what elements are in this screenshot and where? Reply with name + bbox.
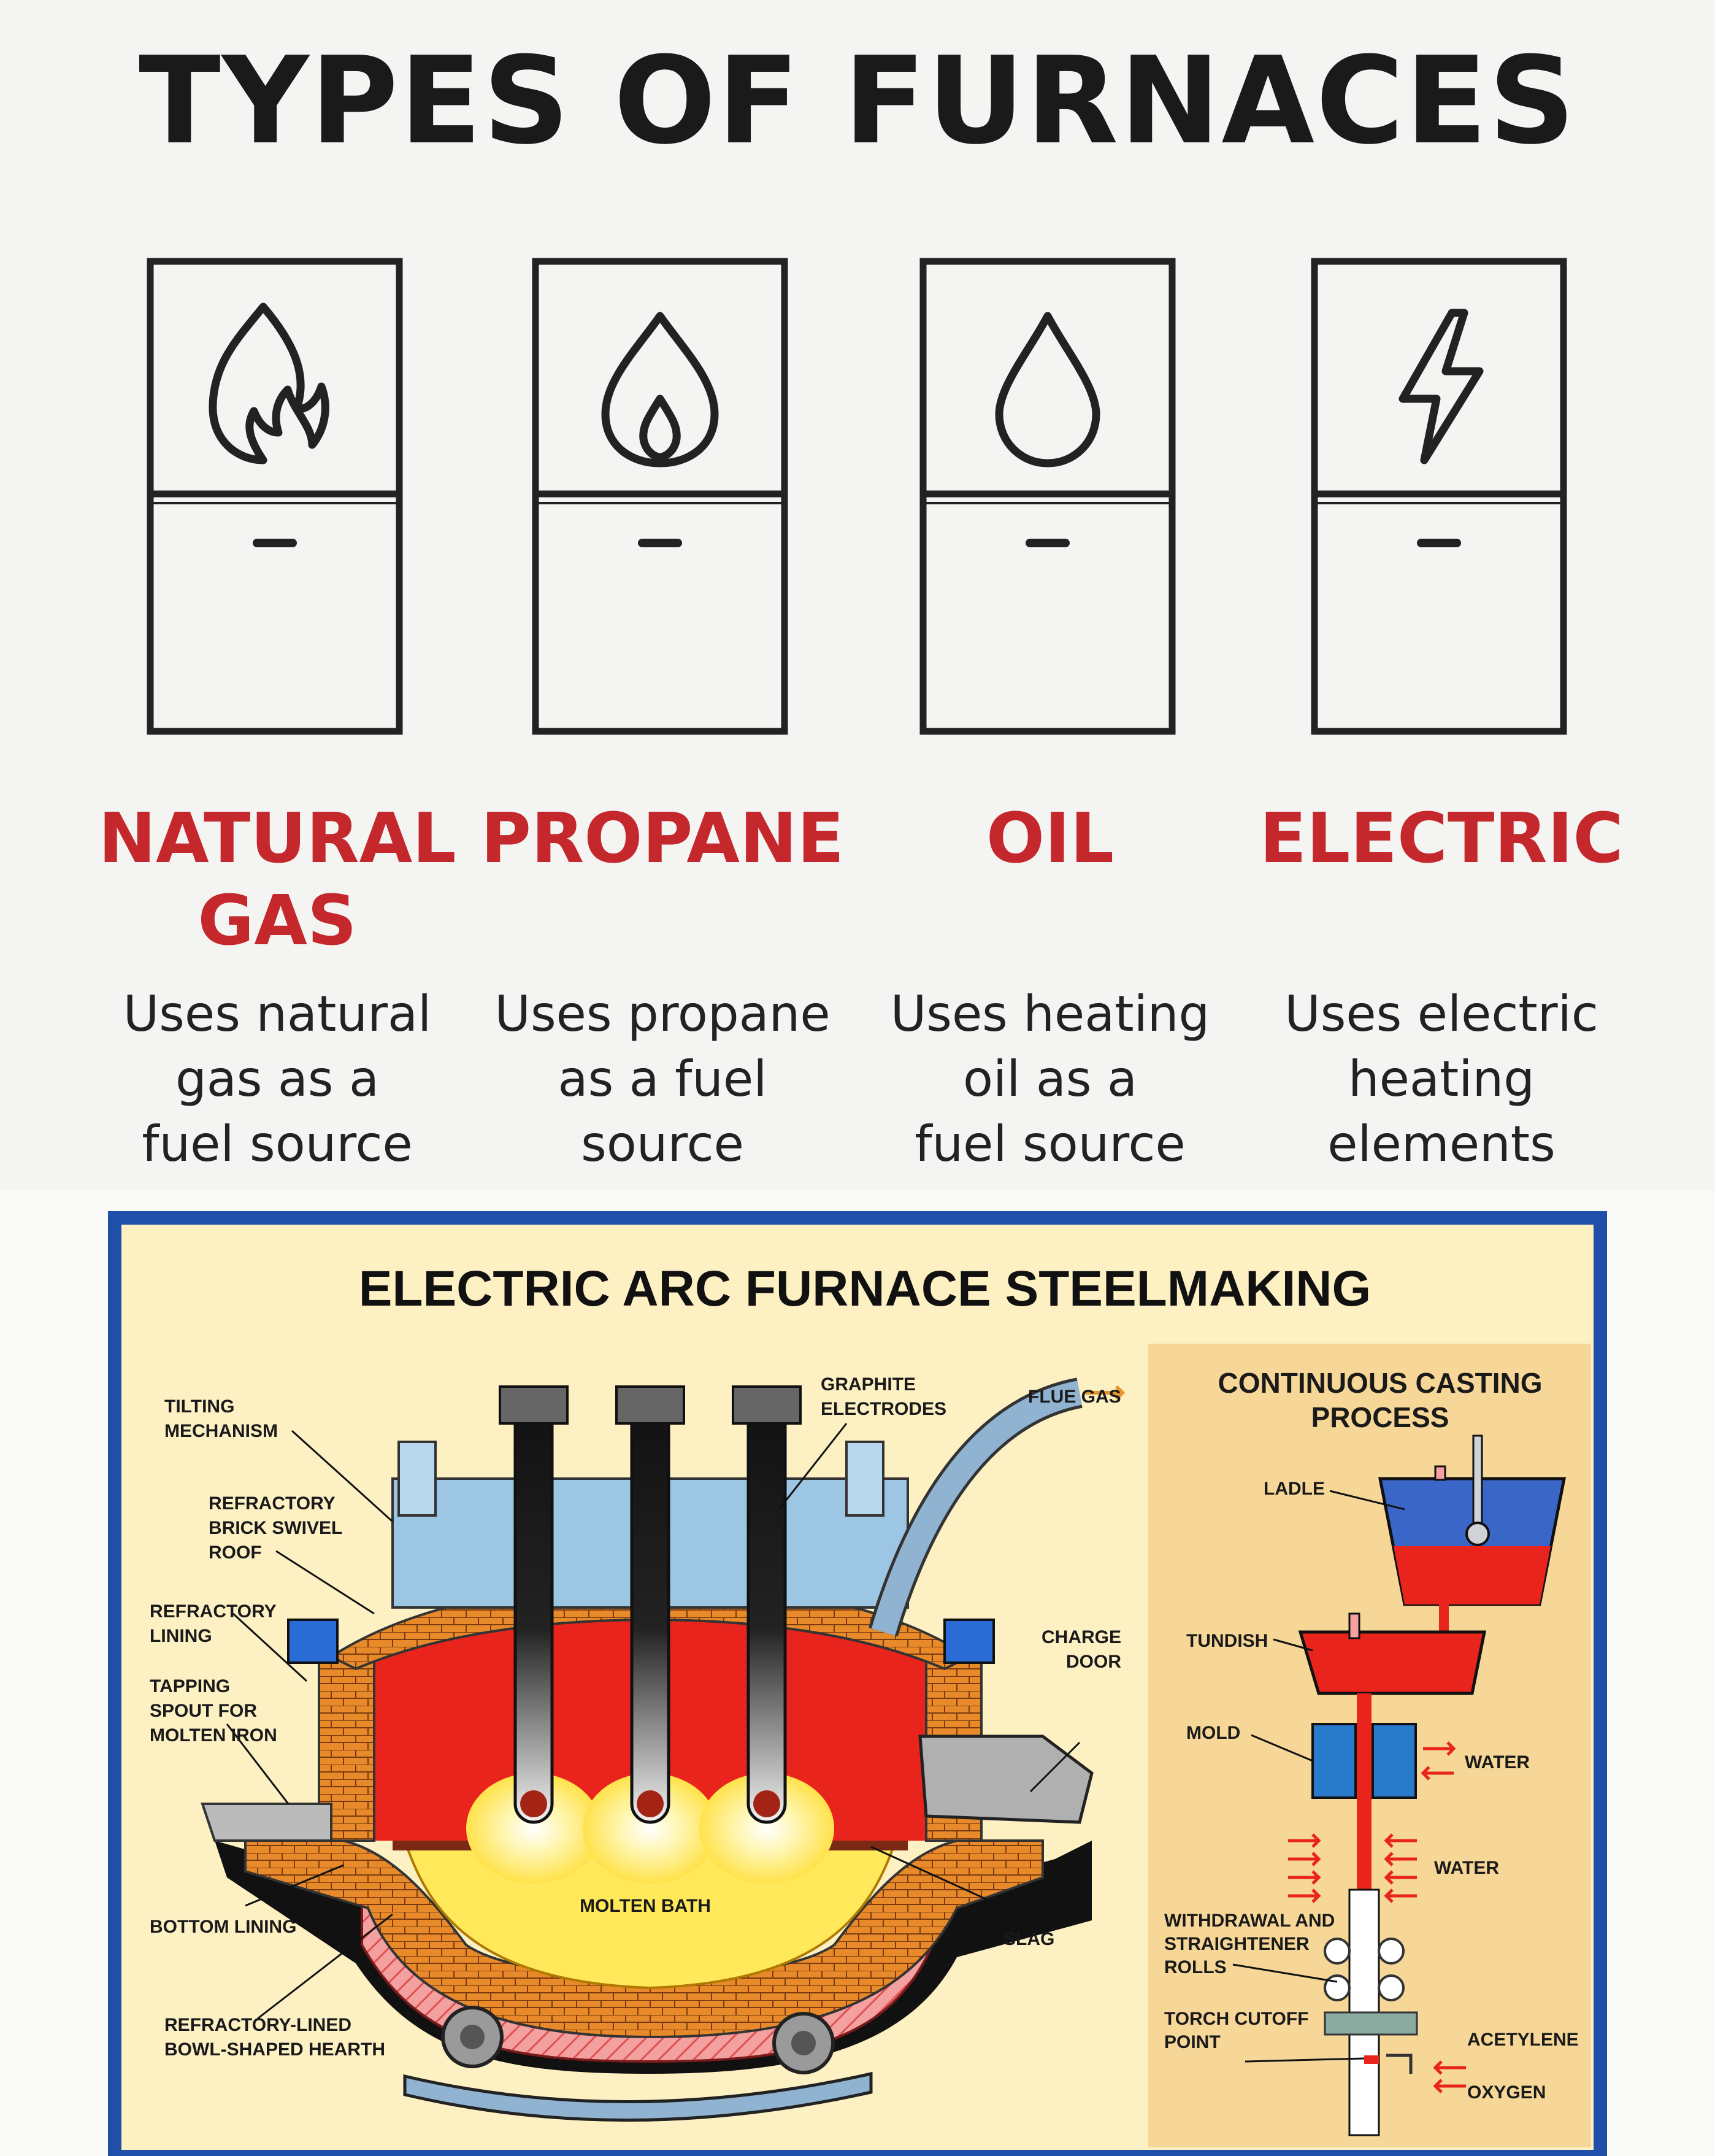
label-tundish: TUNDISH	[1186, 1631, 1268, 1651]
label-water-spray: WATER	[1434, 1858, 1499, 1878]
label-flue-gas: FLUE GAS	[1028, 1387, 1121, 1407]
label-mold: MOLD	[1186, 1723, 1240, 1743]
eaf-diagram-section: ELECTRIC ARC FURNACE STEELMAKING	[0, 1190, 1715, 2156]
furnace-unit-graphic	[147, 258, 403, 735]
furnace-unit-graphic	[532, 258, 788, 735]
label-ladle: LADLE	[1264, 1479, 1325, 1499]
furnace-body	[201, 1377, 1126, 2122]
fire-icon	[209, 302, 329, 464]
diagram-title: ELECTRIC ARC FURNACE STEELMAKING	[359, 1261, 1372, 1317]
label-bottom-lining: BOTTOM LINING	[150, 1917, 296, 1937]
eaf-diagram: ELECTRIC ARC FURNACE STEELMAKING	[108, 1211, 1607, 2156]
furnace-type-name: ELECTRIC	[1259, 799, 1624, 879]
furnace-type-name: PROPANE	[480, 799, 845, 879]
graphite-electrodes	[499, 1385, 802, 1824]
propane-flame-icon	[601, 312, 719, 468]
label-oxygen: OXYGEN	[1467, 2082, 1546, 2103]
furnace-unit-graphic	[919, 258, 1176, 735]
label-water-mold: WATER	[1465, 1752, 1530, 1773]
furnace-unit-graphic	[1311, 258, 1567, 735]
label-molten-bath: MOLTEN BATH	[580, 1896, 711, 1916]
label-acetylene: ACETYLENE	[1467, 2030, 1579, 2050]
label-slag: SLAG	[1003, 1929, 1054, 1949]
furnace-type-name: OIL	[986, 799, 1115, 879]
oil-drop-icon	[995, 312, 1100, 468]
page-title: TYPES OF FURNACES	[139, 31, 1576, 171]
lightning-bolt-icon	[1398, 309, 1484, 464]
